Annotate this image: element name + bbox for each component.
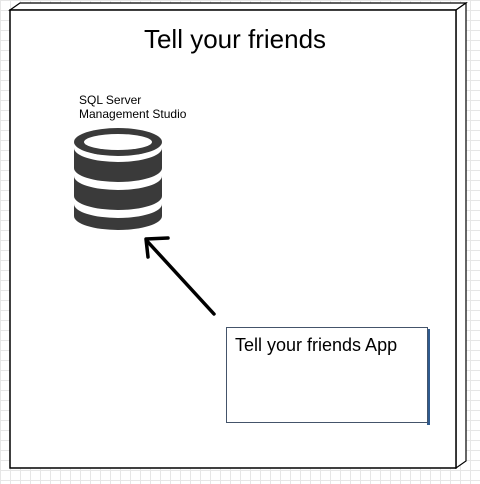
database-label-line1: SQL Server [79,93,142,107]
diagram-title: Tell your friends [143,24,327,54]
app-box-shadow [427,329,430,425]
database-label-line2: Management Studio [79,107,187,121]
database-icon [74,128,162,230]
app-box: Tell your friends App [226,327,428,423]
database-label: SQL Server Management Studio [79,93,186,121]
app-label: Tell your friends App [235,335,398,355]
